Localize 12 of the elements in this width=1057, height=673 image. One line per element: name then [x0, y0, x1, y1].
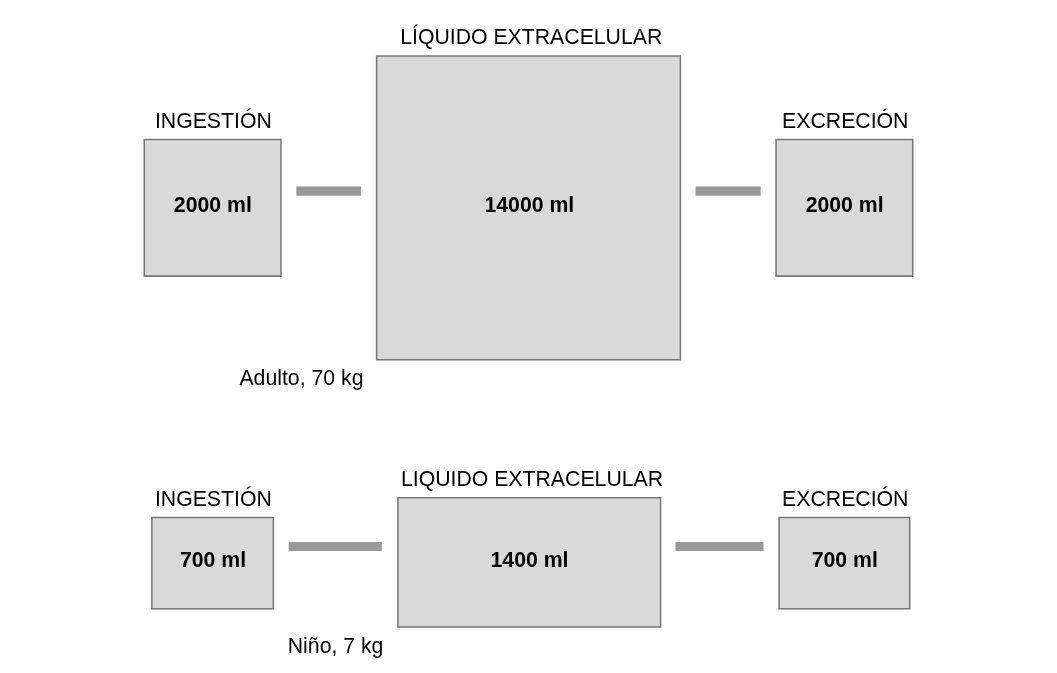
node-label: LÍQUIDO EXTRACELULAR [400, 25, 663, 50]
connector [296, 186, 362, 196]
node-label: EXCRECIÓN [782, 486, 909, 511]
connector [675, 541, 764, 551]
connector [695, 186, 761, 196]
node-label: Niño, 7 kg [287, 634, 384, 659]
node-label: Adulto, 70 kg [239, 366, 364, 391]
node-label: LIQUIDO EXTRACELULAR [400, 467, 664, 492]
node-label: EXCRECIÓN [782, 108, 909, 133]
node-label: INGESTIÓN [154, 486, 272, 511]
connector [288, 541, 382, 551]
node-label: INGESTIÓN [154, 108, 272, 133]
